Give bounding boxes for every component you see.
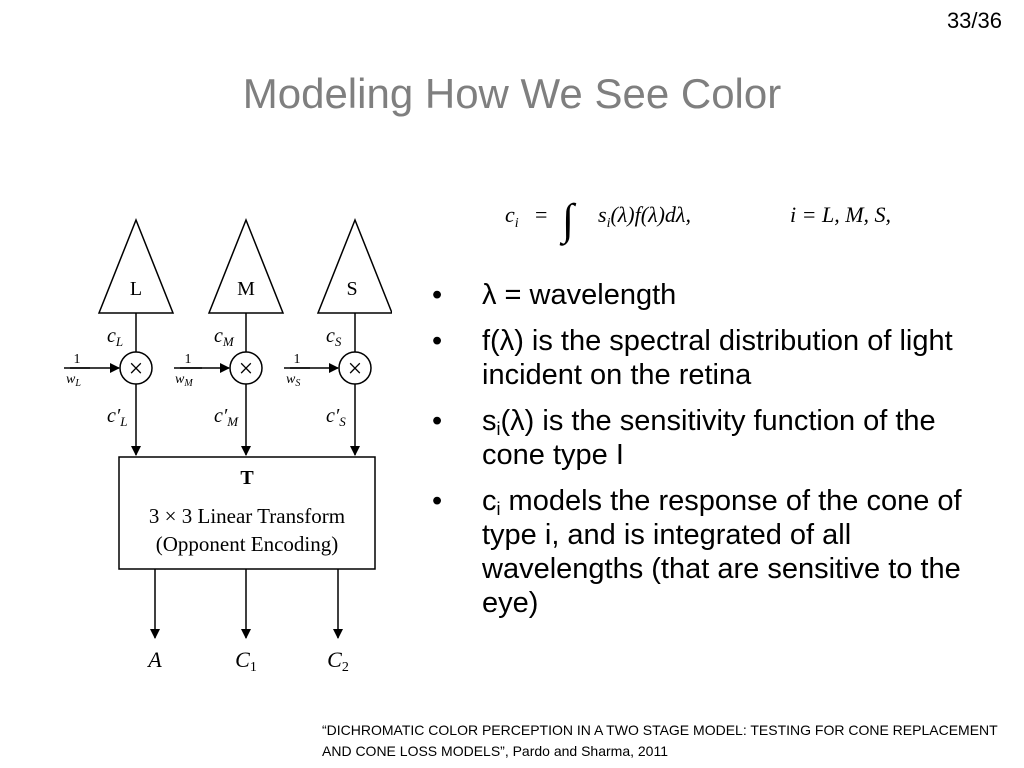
- output-c2-label: C2: [327, 647, 349, 675]
- multiply-symbol-l: ×: [129, 354, 144, 383]
- bullet-item: ci models the response of the cone of ty…: [432, 484, 992, 620]
- response-formula: ci = ∫ si(λ)f(λ)dλ, i = L, M, S,: [505, 195, 891, 246]
- bullet-item: λ = wavelength: [432, 278, 992, 312]
- c-s-label: cS: [326, 325, 342, 349]
- c-prime-s-label: c′S: [326, 405, 346, 429]
- formula-index: i = L, M, S,: [790, 202, 891, 227]
- transform-heading: T: [240, 467, 254, 489]
- slide-title: Modeling How We See Color: [242, 70, 782, 117]
- c-m-label: cM: [214, 325, 235, 349]
- bullet-list: λ = wavelength f(λ) is the spectral dist…: [432, 278, 992, 632]
- citation-line1: “DICHROMATIC COLOR PERCEPTION IN A TWO S…: [322, 722, 998, 738]
- transform-line2: (Opponent Encoding): [156, 532, 339, 556]
- citation-line2: AND CONE LOSS MODELS”, Pardo and Sharma,…: [322, 743, 668, 759]
- formula-integral: ∫: [559, 195, 577, 246]
- citation: “DICHROMATIC COLOR PERCEPTION IN A TWO S…: [322, 720, 1012, 762]
- formula-lhs: ci: [505, 202, 519, 231]
- formula-integrand: si(λ)f(λ)dλ,: [598, 202, 691, 231]
- c-l-label: cL: [107, 325, 123, 349]
- bullet-item: si(λ) is the sensitivity function of the…: [432, 404, 992, 472]
- weight-l-numerator: 1: [74, 352, 81, 367]
- c-prime-l-label: c′L: [107, 405, 128, 429]
- weight-s-numerator: 1: [294, 352, 301, 367]
- cone-l-label: L: [130, 278, 142, 300]
- output-a-label: A: [146, 647, 162, 672]
- c-prime-m-label: c′M: [214, 405, 239, 429]
- bullet-item: f(λ) is the spectral distribution of lig…: [432, 324, 992, 392]
- output-c1-label: C1: [235, 647, 257, 675]
- weight-m-numerator: 1: [185, 352, 192, 367]
- weight-l-denominator: wL: [66, 372, 81, 389]
- cone-s-label: S: [346, 278, 357, 300]
- multiply-symbol-s: ×: [348, 354, 363, 383]
- cone-model-diagram: L M S × × × cL cM cS 1 wL 1 wM 1 wS c′L …: [64, 217, 392, 675]
- transform-box: [118, 456, 376, 570]
- cone-m-label: M: [237, 278, 255, 300]
- page-number: 33/36: [946, 8, 1002, 33]
- weight-m-denominator: wM: [175, 372, 193, 389]
- transform-line1: 3 × 3 Linear Transform: [149, 504, 345, 528]
- formula-equals: =: [535, 202, 547, 227]
- weight-s-denominator: wS: [286, 372, 300, 389]
- multiply-symbol-m: ×: [239, 354, 254, 383]
